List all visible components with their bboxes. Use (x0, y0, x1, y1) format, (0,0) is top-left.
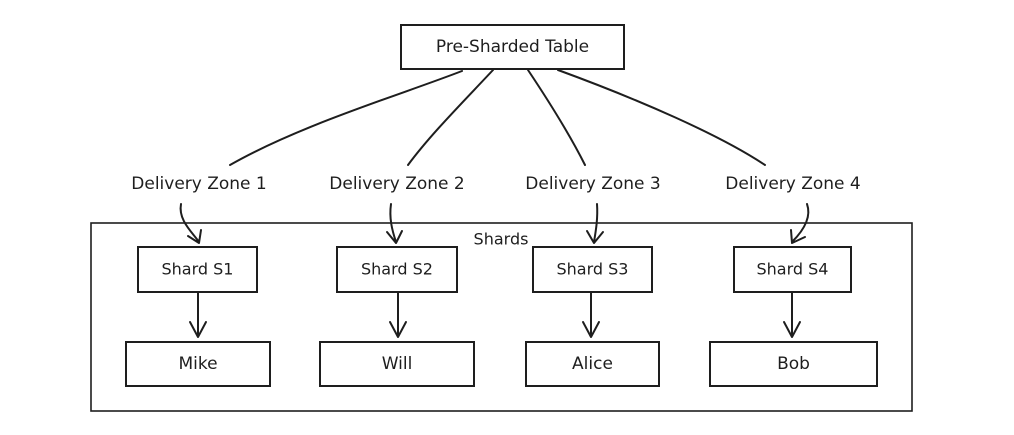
user-label-1: Mike (178, 354, 217, 374)
user-label-4: Bob (777, 354, 810, 374)
shards-group-box (90, 222, 913, 412)
user-node-4: Bob (709, 341, 878, 387)
shard-label-3: Shard S3 (557, 260, 629, 279)
shard-node-4: Shard S4 (733, 246, 852, 293)
root-edges (229, 69, 766, 166)
zone-to-shard-arrows (179, 203, 810, 244)
user-node-1: Mike (125, 341, 271, 387)
edge-root-zone-2 (407, 69, 494, 166)
shards-group: Shards (90, 222, 913, 412)
zone-label-4: Delivery Zone 4 (725, 174, 860, 194)
shard-label-2: Shard S2 (361, 260, 433, 279)
zone-label-2: Delivery Zone 2 (329, 174, 464, 194)
user-node-3: Alice (525, 341, 660, 387)
shard-node-1: Shard S1 (137, 246, 258, 293)
zone-label-3: Delivery Zone 3 (525, 174, 660, 194)
shard-node-2: Shard S2 (336, 246, 458, 293)
root-node: Pre-Sharded Table (400, 24, 625, 70)
shard-label-1: Shard S1 (162, 260, 234, 279)
zone-label-1: Delivery Zone 1 (131, 174, 266, 194)
shard-nodes: Shard S1 Shard S2 Shard S3 Shard S4 (137, 246, 852, 293)
user-label-2: Will (382, 354, 413, 374)
arrow-zone-2-shard (386, 203, 403, 244)
edge-root-zone-3 (527, 69, 586, 166)
shard-label-4: Shard S4 (757, 260, 829, 279)
edge-root-zone-4 (557, 69, 766, 166)
arrow-shard-3-user (582, 292, 600, 338)
edge-root-zone-1 (229, 70, 463, 166)
root-label: Pre-Sharded Table (436, 37, 589, 57)
shards-group-label: Shards (474, 230, 529, 249)
shard-node-3: Shard S3 (532, 246, 653, 293)
arrow-shard-1-user (189, 292, 207, 338)
zone-labels: Delivery Zone 1 Delivery Zone 2 Delivery… (131, 174, 860, 194)
arrow-zone-1-shard (179, 203, 202, 244)
user-nodes: Mike Will Alice Bob (125, 341, 878, 387)
arrow-zone-3-shard (586, 203, 604, 244)
user-node-2: Will (319, 341, 475, 387)
shard-to-user-arrows (189, 292, 801, 338)
arrow-shard-4-user (783, 292, 801, 338)
user-label-3: Alice (572, 354, 613, 374)
arrow-shard-2-user (389, 292, 407, 338)
arrow-zone-4-shard (790, 203, 810, 244)
